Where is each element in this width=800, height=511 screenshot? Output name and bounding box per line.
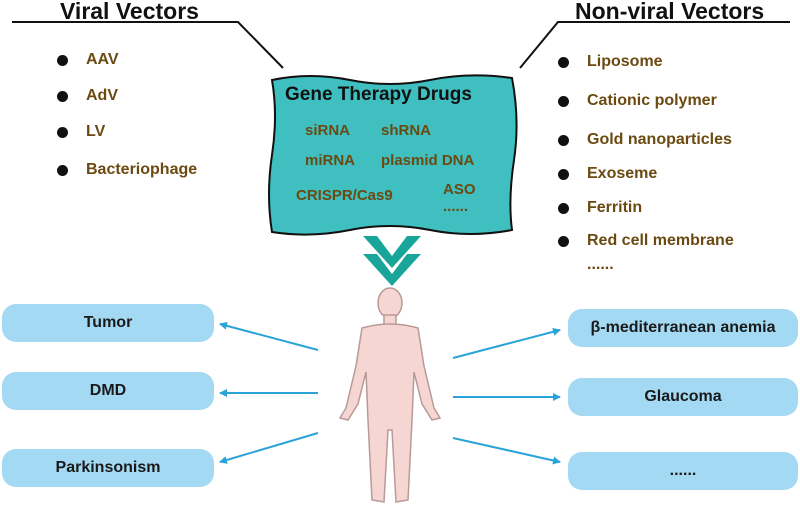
list-item: AAV (57, 50, 119, 70)
list-item: Bacteriophage (57, 160, 197, 180)
bullet-icon (558, 95, 569, 107)
bullet-icon (558, 134, 569, 146)
nonviral-more-ellipsis: ...... (587, 256, 614, 273)
arrow-to-more-diseases (452, 437, 561, 465)
drug-item-mirna: miRNA (305, 152, 356, 169)
viral-vectors-heading: Viral Vectors (60, 0, 199, 24)
disease-pill-glaucoma: Glaucoma (568, 378, 798, 416)
arrow-to-parkinsonism (219, 432, 319, 464)
list-item: Gold nanoparticles (558, 130, 732, 150)
nonviral-connector-line (519, 21, 790, 69)
list-item: AdV (57, 86, 118, 106)
bullet-icon (57, 126, 68, 138)
drug-item-sirna: siRNA (305, 122, 351, 139)
disease-pill-parkinsonism: Parkinsonism (2, 449, 214, 487)
drug-item-crispr-cas9: CRISPR/Cas9 (296, 187, 393, 204)
double-chevron-down-icon (363, 236, 421, 286)
disease-pill-more: ...... (568, 452, 798, 490)
arrow-to-tumor (219, 321, 319, 351)
disease-pill-anemia: β-mediterranean anemia (568, 309, 798, 347)
drug-box (268, 74, 518, 236)
list-item: Ferritin (558, 198, 642, 218)
bullet-icon (57, 90, 68, 102)
list-item: LV (57, 122, 105, 142)
drug-box-title: Gene Therapy Drugs (285, 84, 472, 105)
bullet-icon (558, 56, 569, 68)
viral-connector-line (12, 21, 284, 69)
list-item: Exoseme (558, 164, 657, 184)
nonviral-vectors-heading: Non-viral Vectors (575, 0, 765, 24)
bullet-icon (558, 168, 569, 180)
bullet-icon (558, 235, 569, 247)
drug-more-ellipsis: ...... (443, 198, 469, 215)
disease-arrows (219, 321, 561, 465)
disease-pill-tumor: Tumor (2, 304, 214, 342)
list-item: Cationic polymer (558, 91, 717, 111)
bullet-icon (558, 202, 569, 214)
arrow-to-anemia (452, 327, 561, 359)
list-item: Red cell membrane (558, 231, 734, 251)
drug-item-aso: ASO (443, 181, 476, 198)
human-body-icon (338, 287, 442, 503)
disease-pill-dmd: DMD (2, 372, 214, 410)
bullet-icon (57, 54, 68, 66)
drug-item-plasmid-dna: plasmid DNA (381, 152, 475, 169)
bullet-icon (57, 164, 68, 176)
drug-item-shrna: shRNA (381, 122, 432, 139)
list-item: Liposome (558, 52, 663, 72)
